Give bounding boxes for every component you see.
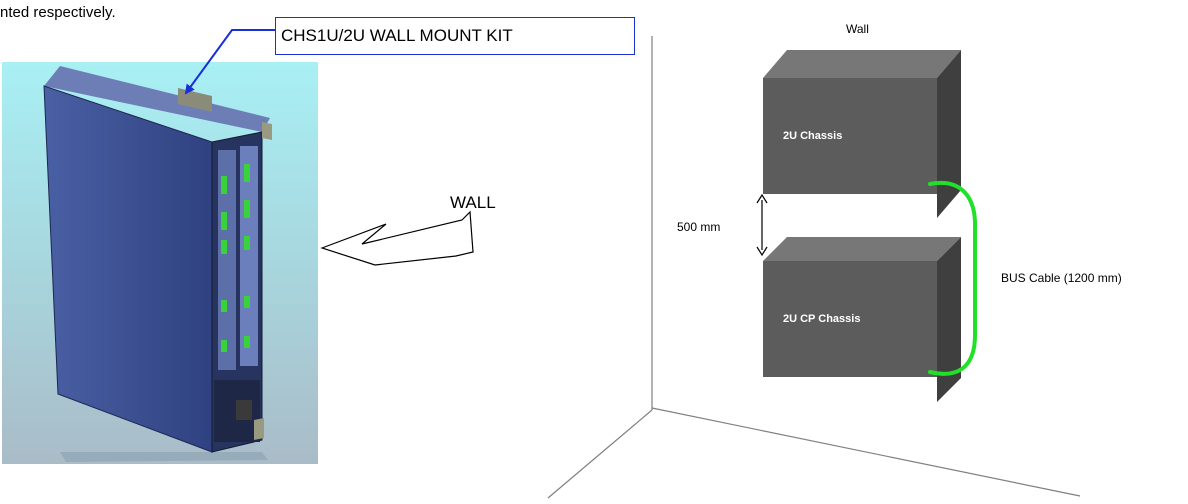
callout-arrow-icon xyxy=(184,29,275,95)
chassis-2u-cp-box xyxy=(763,237,961,402)
wall-label: Wall xyxy=(846,22,869,36)
intro-text: nted respectively. xyxy=(0,4,116,21)
device-photo xyxy=(2,62,318,464)
wall-arrow-label: WALL xyxy=(450,193,496,212)
wall-lines xyxy=(547,36,1081,499)
gap-distance-label: 500 mm xyxy=(677,220,721,234)
bus-cable-label: BUS Cable (1200 mm) xyxy=(1001,271,1122,285)
double-arrow-icon xyxy=(756,193,768,257)
chassis-2u-cp-label: 2U CP Chassis xyxy=(783,313,861,325)
chassis-2u-box xyxy=(763,50,961,218)
wall-mount-kit-label: CHS1U/2U WALL MOUNT KIT xyxy=(275,17,635,55)
wall-direction-arrow-icon xyxy=(320,210,474,266)
bus-cable xyxy=(928,180,978,376)
chassis-2u-label: 2U Chassis xyxy=(783,130,843,142)
